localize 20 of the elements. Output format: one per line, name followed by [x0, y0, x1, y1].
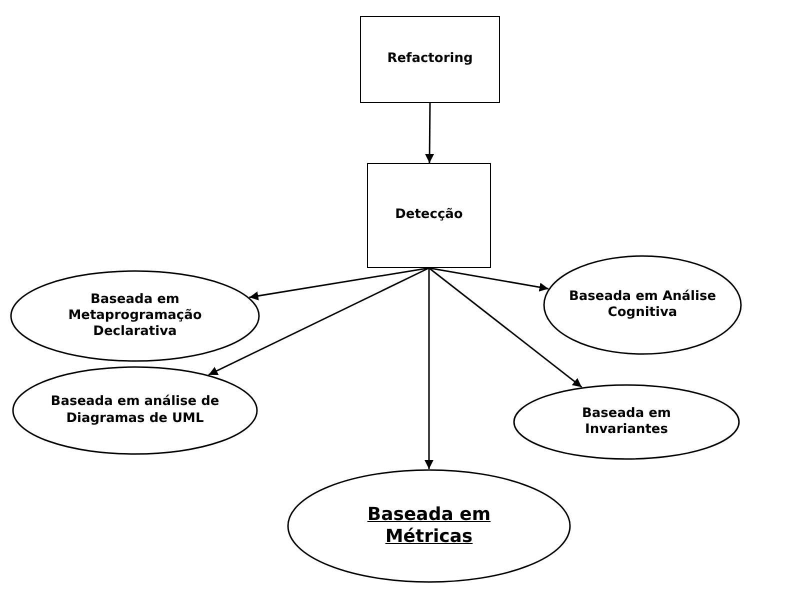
ellipse-node: [513, 384, 740, 460]
arrow: [425, 103, 434, 163]
arrow: [424, 268, 434, 469]
ellipse-node: [543, 255, 742, 355]
process-box: [360, 16, 500, 103]
node-label: Baseada em Invariantes: [581, 406, 672, 438]
arrow: [428, 267, 549, 292]
process-box: [367, 163, 491, 268]
arrow: [249, 267, 430, 300]
ellipse-node: [10, 270, 260, 362]
arrow: [208, 267, 430, 376]
node-label: Baseada em análise de Diagramas de UML: [50, 394, 220, 427]
node-label: Baseada em Análise Cognitiva: [568, 288, 718, 322]
arrow: [428, 267, 582, 388]
node-label: Detecção: [394, 207, 464, 224]
node-label: Baseada em Métricas: [366, 504, 492, 548]
ellipse-node: [287, 469, 571, 583]
node-label: Refactoring: [386, 51, 474, 68]
node-label: Baseada em Metaprogramação Declarativa: [67, 292, 203, 340]
ellipse-node: [12, 366, 258, 455]
